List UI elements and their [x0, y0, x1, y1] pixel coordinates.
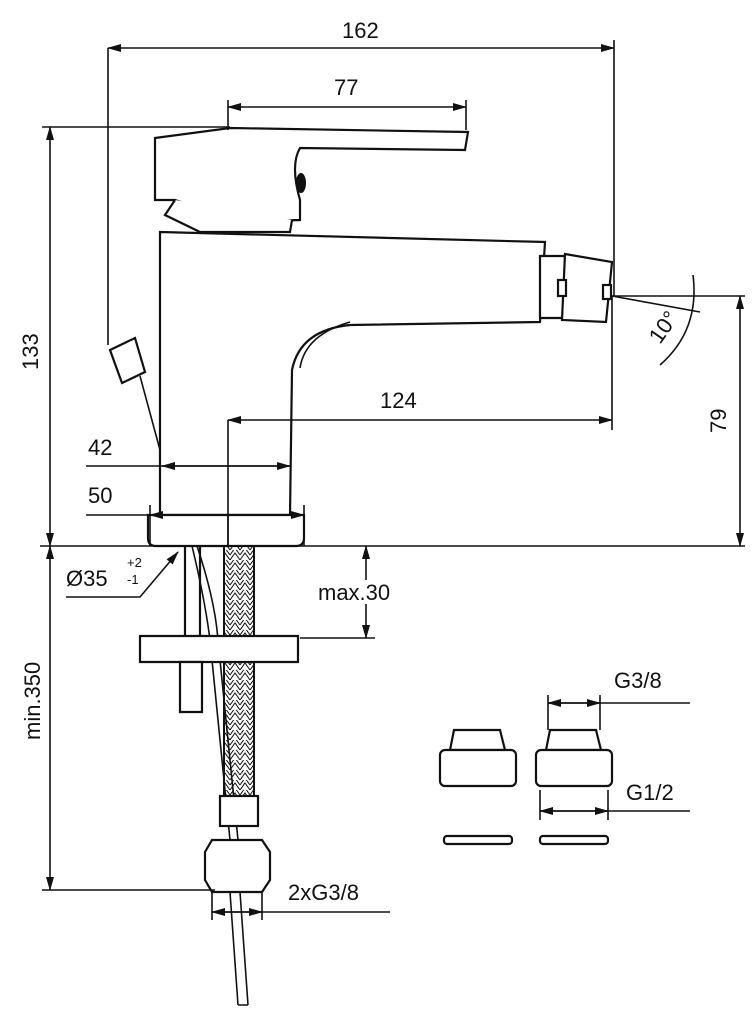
dimension-lines [40, 40, 745, 920]
dim-hose-connection: 2xG3/8 [288, 880, 359, 905]
dim-spout-angle: 10° [644, 306, 684, 348]
adapter-g38 [438, 728, 518, 846]
dim-lever-length: 77 [334, 75, 358, 100]
dim-spout-reach: 124 [380, 388, 417, 413]
adapter-g12 [534, 728, 614, 846]
dim-spout-height: 79 [706, 409, 731, 433]
tolerance-minus: -1 [127, 572, 139, 587]
dim-adapter-g12: G1/2 [626, 780, 674, 805]
faucet-body [107, 48, 614, 1006]
tolerance-plus: +2 [127, 555, 142, 570]
dim-min-hose: min.350 [20, 662, 45, 740]
dim-total-height: 133 [18, 333, 43, 370]
dim-base-diameter: Ø35 [66, 566, 108, 591]
dim-total-width: 162 [342, 18, 379, 43]
dim-base-width: 50 [88, 483, 112, 508]
dim-max-deck: max.30 [318, 580, 390, 605]
dim-body-width: 42 [88, 435, 112, 460]
dim-adapter-g38: G3/8 [614, 668, 662, 693]
